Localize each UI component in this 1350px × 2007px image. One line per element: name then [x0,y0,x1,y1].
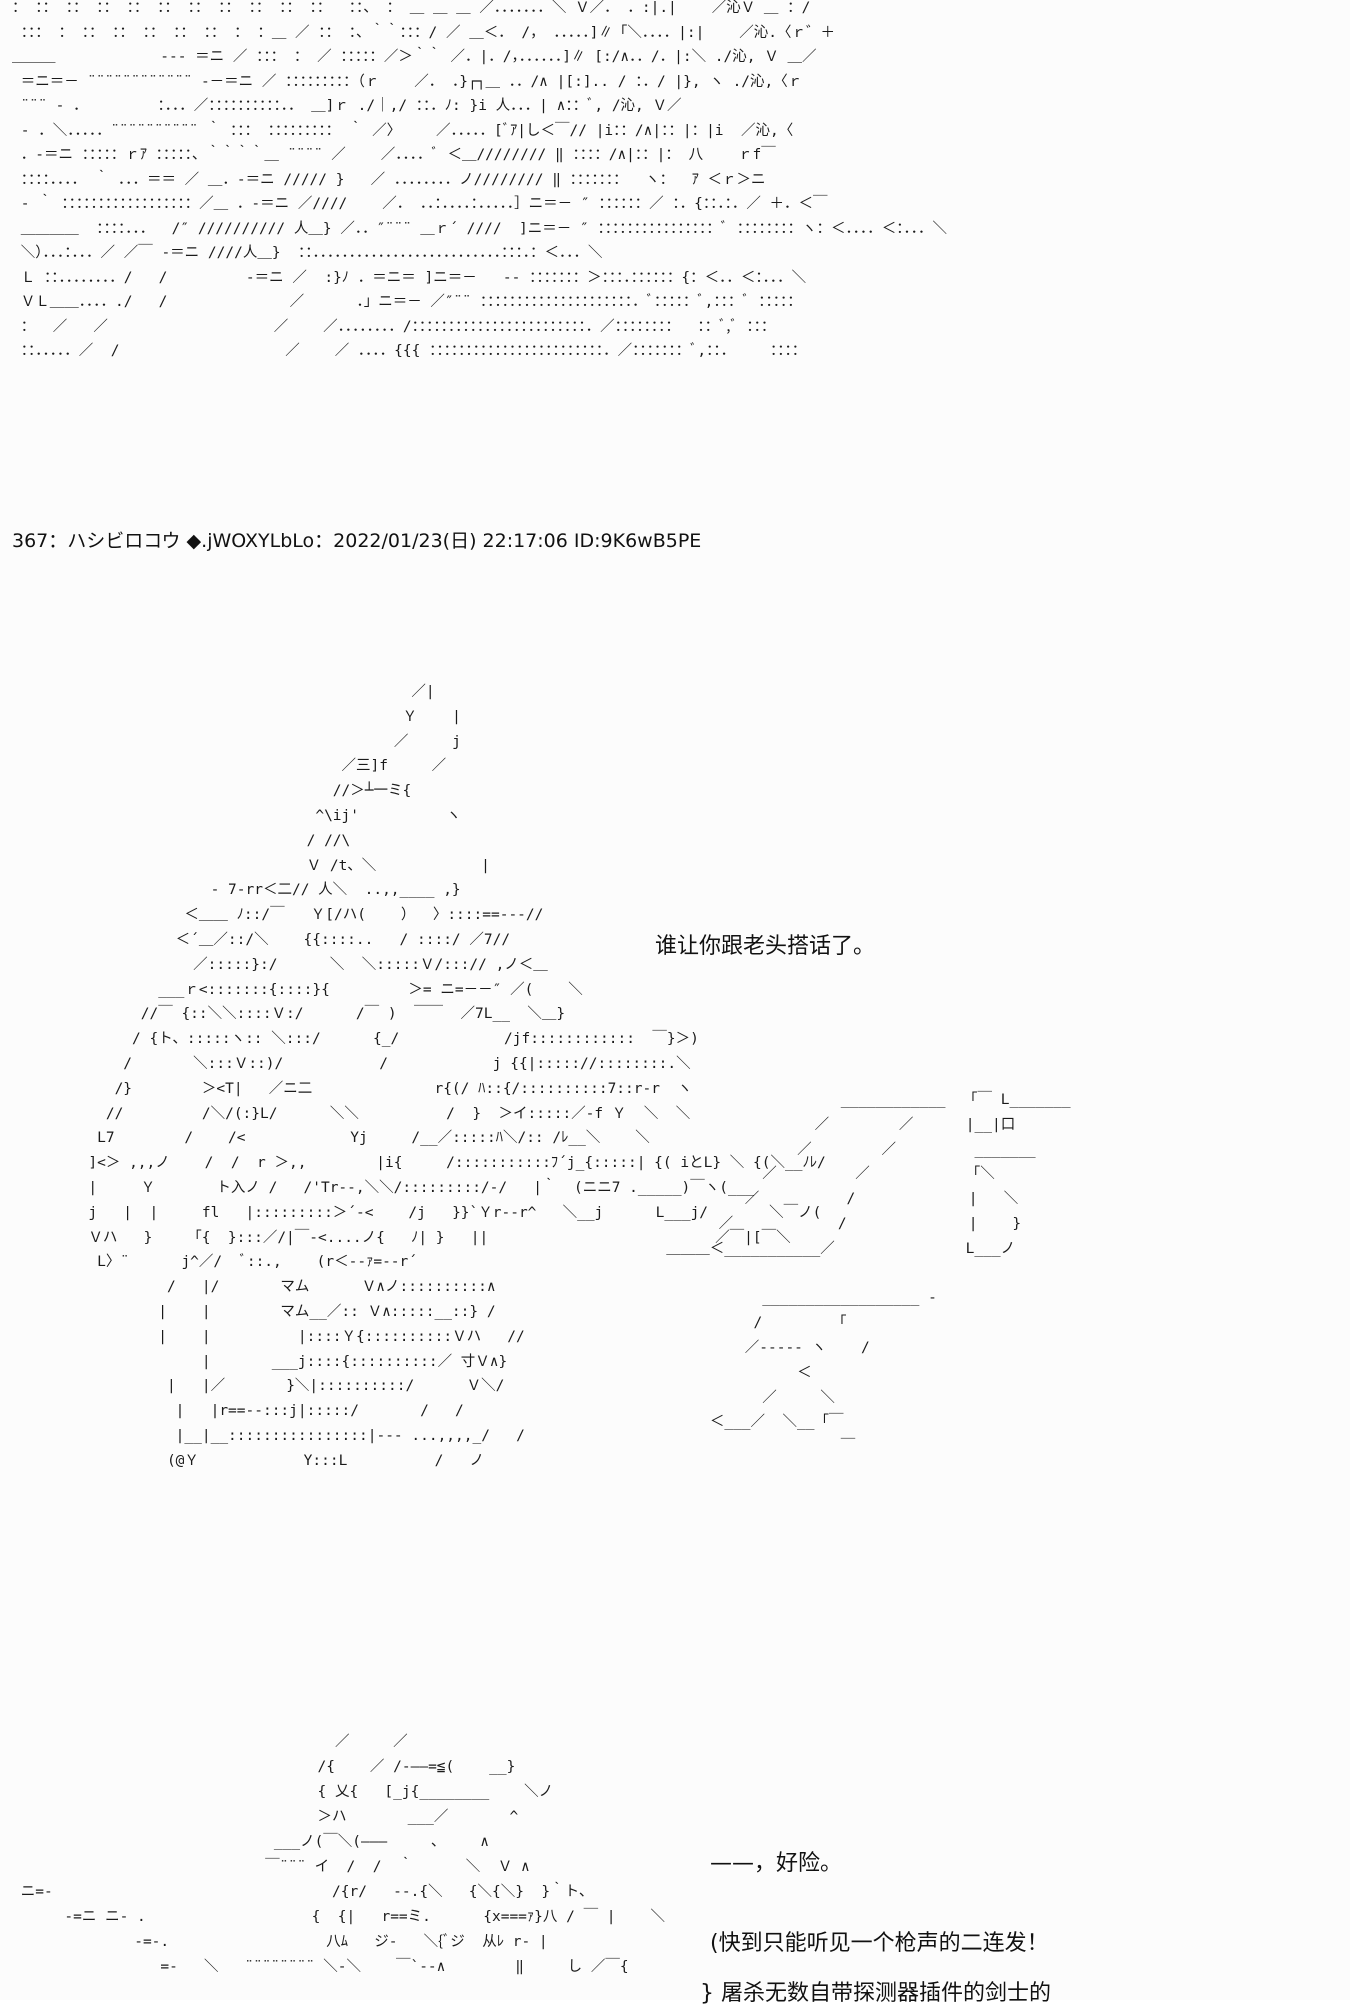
dialog-line-4: } 屠杀无数自带探测器插件的剑士的 [700,1981,1051,2006]
dialog-line-3: (快到只能听见一个枪声的二连发！ [710,1931,1049,1956]
ascii-art-top-scene: ： ：： ：： ：： ：： ：： ：： ：： ：： ：： ：： ：：、 ： ＿ … [12,0,947,359]
ascii-art-gunshot-effect: ____________ 「￣ L_______ ／ ／ |__|口 ／ ／ _… [666,1092,1071,1456]
post-header: 367：ハシビロコウ ◆.jWOXYLbLo：2022/01/23(日) 22:… [12,530,702,552]
dialog-line-2: ——，好险。 [710,1851,843,1876]
ascii-art-samurai-figure: ／| Ｙ | ／ j ／三]f ／ //＞┴一ミ{ [88,684,826,1469]
ascii-art-bottom-face: ／ ／ /{ ／ /-――=≦( __} { 乂{ [_j{________ ＼… [20,1734,665,1975]
dialog-line-1: 谁让你跟老头搭话了。 [655,934,876,959]
